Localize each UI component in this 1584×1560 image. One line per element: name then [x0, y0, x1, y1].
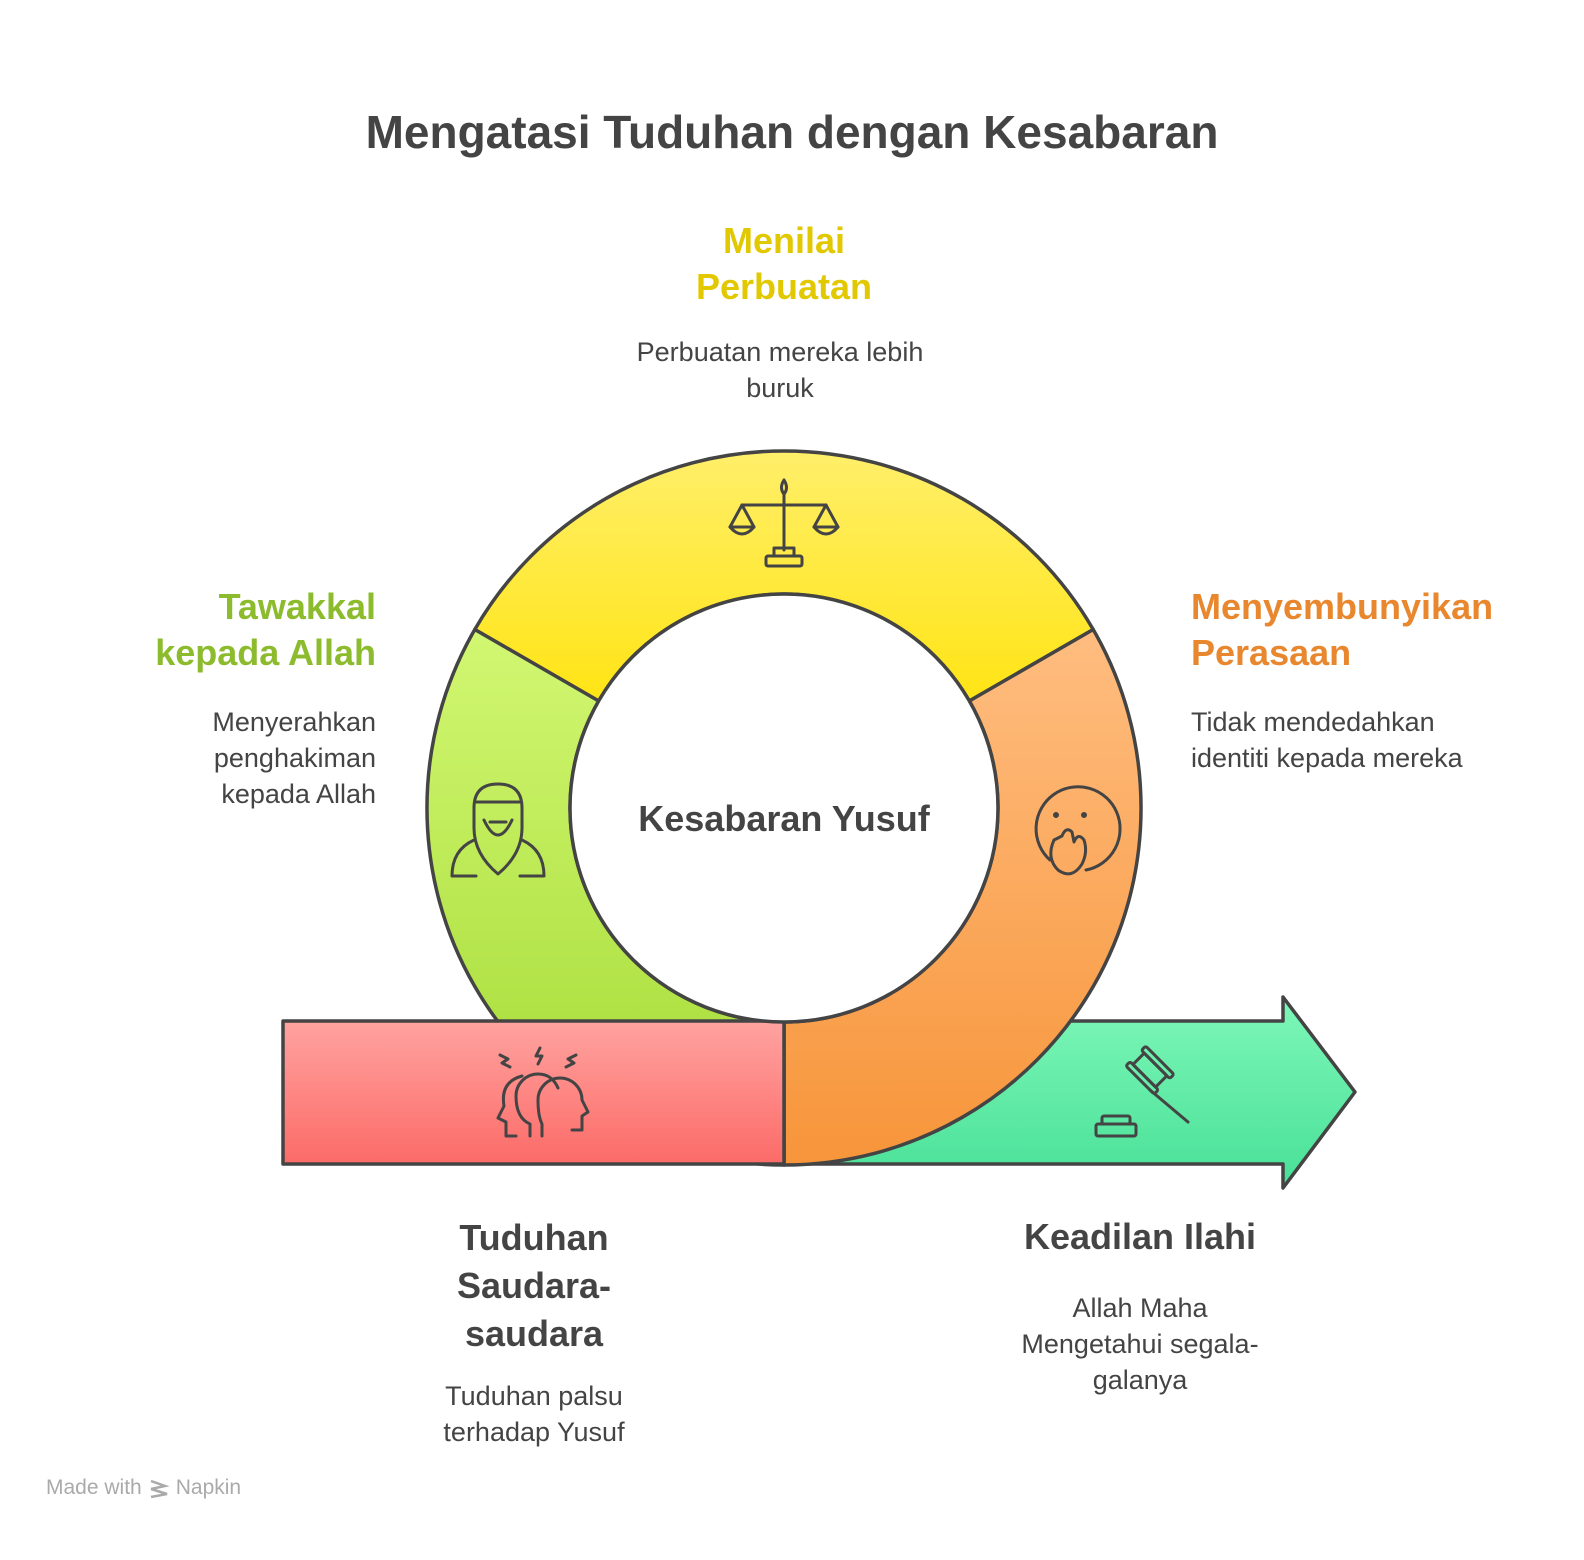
- conflict-heads-icon: [496, 1046, 590, 1138]
- center-label: Kesabaran Yusuf: [638, 798, 930, 839]
- scales-icon: [728, 478, 840, 568]
- diagram-title: Mengatasi Tuduhan dengan Kesabaran: [365, 106, 1219, 158]
- footer-attribution[interactable]: Made with Napkin: [46, 1476, 241, 1500]
- step-desc-keadilan: Allah Maha Mengetahui segala-galanya: [1021, 1293, 1259, 1395]
- footer-brand: Napkin: [175, 1476, 242, 1499]
- center-circle: [568, 592, 1000, 1024]
- step-title-tuduhan: Tuduhan Saudara-saudara: [456, 1217, 612, 1354]
- step-desc-menyembunyikan: Tidak mendedahkan identiti kepada mereka: [1191, 707, 1463, 773]
- bar-tuduhan: [281, 1019, 786, 1166]
- step-title-menyembunyikan: Menyembunyikan Perasaan: [1191, 586, 1494, 673]
- step-title-keadilan: Keadilan Ilahi: [1023, 1216, 1257, 1257]
- napkin-logo-icon: [150, 1479, 170, 1498]
- hand-over-mouth-face-icon: [1034, 785, 1122, 876]
- step-desc-tawakkal: Menyerahkan penghakiman kepada Allah: [212, 707, 376, 809]
- gavel-icon: [1094, 1045, 1190, 1138]
- footer-prefix: Made with: [46, 1476, 142, 1499]
- step-title-menilai: Menilai Perbuatan: [695, 220, 873, 307]
- step-desc-tuduhan: Tuduhan palsu terhadap Yusuf: [443, 1381, 625, 1447]
- bearded-man-icon: [450, 782, 546, 878]
- step-title-tawakkal: Tawakkal kepada Allah: [155, 586, 376, 673]
- step-desc-menilai: Perbuatan mereka lebih buruk: [636, 337, 924, 403]
